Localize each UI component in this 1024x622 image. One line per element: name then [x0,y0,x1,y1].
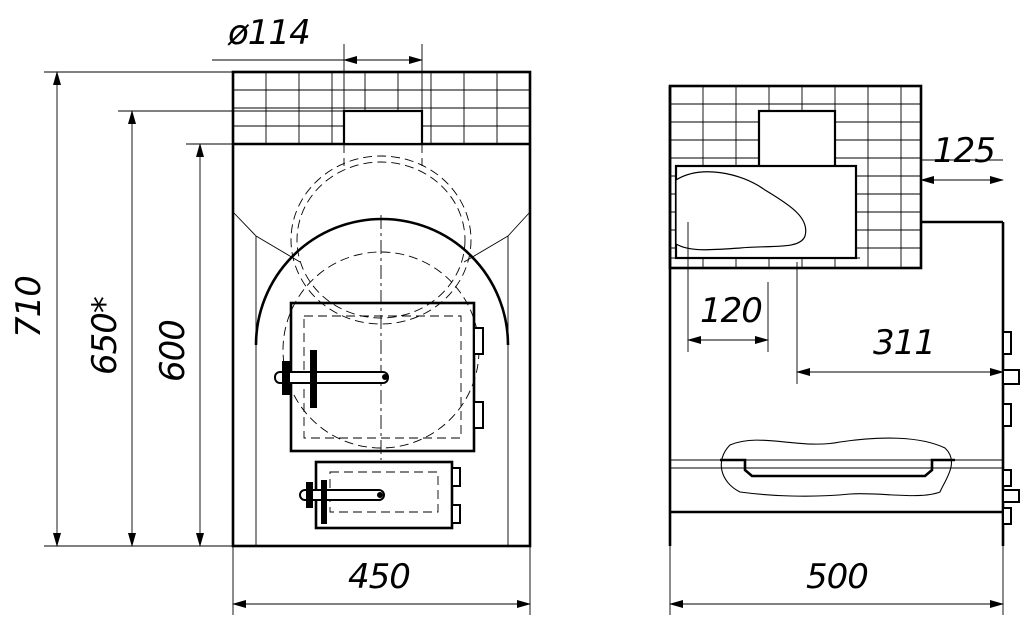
dim-total-height: 710 [9,276,49,338]
water-blob-upper [675,171,807,251]
grate [720,458,955,478]
front-dimension-lines [44,44,531,615]
chimney-opening [342,109,424,146]
firebox-arch [254,217,510,346]
ash-blob [720,437,952,497]
dim-height-starred: 650* [85,297,125,375]
front-view: ø114 710 650* 600 450 [9,13,532,615]
fire-door [274,301,484,453]
side-dimension-lines [669,159,1004,615]
stove-body-outline [231,70,532,548]
dim-width: 450 [348,557,410,597]
dim-depth: 500 [806,557,868,597]
dim-chimney-diameter: ø114 [227,13,310,53]
side-view: 125 120 311 500 [668,84,1020,615]
door-hinges-side [1002,331,1020,525]
dim-grate-offset: 311 [873,323,935,363]
dim-firebox-depth: 120 [700,291,762,331]
tile-grid-front [233,72,530,144]
dim-body-height: 600 [153,320,193,382]
dim-tank-offset: 125 [933,131,995,171]
ash-door [299,460,461,530]
